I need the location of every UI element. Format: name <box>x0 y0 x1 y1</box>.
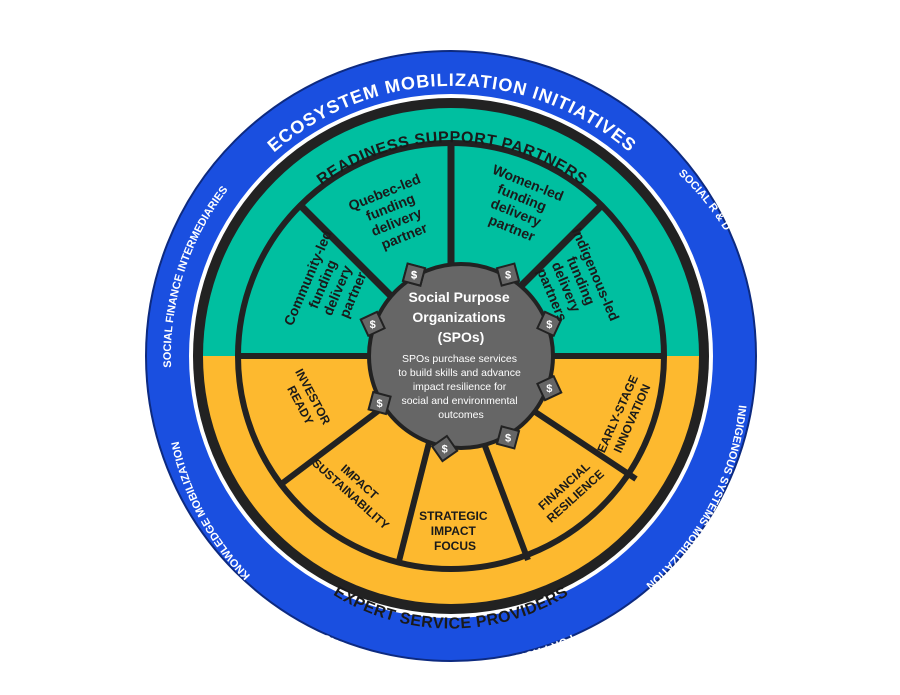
dollar-icon: $ <box>370 319 376 331</box>
gear-tooth <box>536 310 563 338</box>
readiness-sector-women: Women-led funding delivery partner <box>472 161 569 250</box>
gear-tooth <box>359 310 386 338</box>
dollar-icon: $ <box>411 270 417 282</box>
expert-sector-strategic-impact: STRATEGIC IMPACT FOCUS <box>419 509 491 553</box>
dollar-icon: $ <box>411 270 417 282</box>
dollar-icon: $ <box>442 444 448 456</box>
gear-tooth <box>495 262 521 287</box>
gear-tooth <box>495 425 521 450</box>
gear-tooth <box>430 434 459 463</box>
center-gear: $$$$$$$$$ <box>359 262 563 463</box>
dollar-icon: $ <box>546 383 552 395</box>
expert-half <box>203 356 699 604</box>
dollar-icon: $ <box>505 432 511 444</box>
gear-tooth <box>401 262 427 287</box>
dollar-icon: $ <box>377 398 383 410</box>
gear-tooth <box>367 390 392 416</box>
center-description: SPOs purchase services to build skills a… <box>398 353 524 421</box>
gear-tooth <box>536 374 563 402</box>
dollar-icon: $ <box>546 319 552 331</box>
center-title: Social Purpose Organizations (SPOs) <box>408 289 513 345</box>
dollar-icon: $ <box>505 270 511 282</box>
readiness-sector-indigenous: Indigenous-led funding delivery partners <box>525 225 624 345</box>
